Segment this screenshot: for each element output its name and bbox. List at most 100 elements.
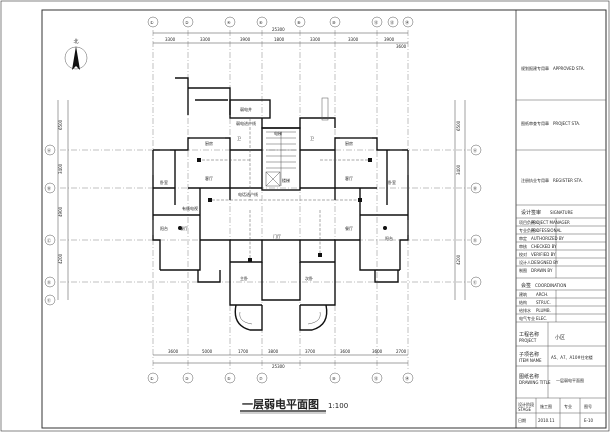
dim-text: 3600 (372, 349, 383, 354)
dim-text: 3600 (168, 349, 179, 354)
svg-text:ELEC.: ELEC. (536, 316, 547, 321)
svg-text:Ⓒ: Ⓒ (47, 237, 51, 243)
bottom-axis-bubbles: ① ③ ⑤ ⑦ ⑩ ⑫ ⑭ (147, 372, 414, 384)
plan-note: 弱电进户线 (236, 120, 256, 126)
drawing-name-value: 一层弱电平面图 (556, 377, 584, 383)
svg-text:Ⓐ: Ⓐ (473, 147, 477, 153)
dim-text: 3300 (310, 37, 321, 42)
axis-bubble: Ⓐ (44, 144, 56, 156)
svg-text:AUTHORIZED BY: AUTHORIZED BY (531, 236, 564, 241)
elevator-shaft (265, 171, 281, 187)
room-label: 楼梯 (282, 177, 290, 183)
axis-bubble: Ⓐ (470, 144, 482, 156)
svg-text:制图: 制图 (519, 267, 527, 273)
axis-bubble: Ⓓ (44, 276, 56, 288)
number-label: 专业 (564, 403, 572, 409)
svg-text:③: ③ (185, 376, 189, 381)
svg-text:Ⓓ: Ⓓ (473, 237, 477, 243)
svg-text:⑭: ⑭ (405, 375, 409, 381)
north-arrow-icon: 北 (64, 38, 88, 70)
right-dimensions: 6500 3400 4200 Ⓐ Ⓑ Ⓓ Ⓔ (454, 100, 482, 300)
stamp-sub: APPROVED STA. (553, 66, 585, 71)
svg-text:审定: 审定 (519, 235, 527, 241)
stage-label: 设计阶段 (518, 401, 534, 407)
axis-bubble: ④ (224, 16, 236, 28)
dim-text: 3700 (305, 349, 316, 354)
date-label: 日期 (518, 417, 526, 423)
svg-text:PLUMB.: PLUMB. (536, 308, 551, 313)
dim-text: 3600 (340, 349, 351, 354)
svg-text:⑧: ⑧ (297, 20, 301, 25)
svg-text:Ⓔ: Ⓔ (473, 279, 477, 285)
drawing-name-sub: DRAWING TITLE (519, 380, 551, 385)
axis-bubble: Ⓑ (470, 182, 482, 194)
svg-text:⑫: ⑫ (374, 375, 378, 381)
drawing-name-label: 图纸名称 (519, 373, 539, 380)
dim-text: 2700 (396, 349, 407, 354)
axis-bubble: ⑧ (294, 16, 306, 28)
sheet-no-label: 图号 (584, 403, 592, 409)
room-label: 卫 (310, 136, 314, 141)
axis-bubble: ⑩ (329, 372, 341, 384)
left-dimensions: 6500 3400 4900 4200 Ⓐ Ⓑ Ⓒ Ⓓ Ⓔ (44, 100, 69, 306)
svg-text:设计人: 设计人 (519, 259, 531, 265)
axis-bubble: Ⓔ (470, 276, 482, 288)
axis-bubble: ① (147, 372, 159, 384)
room-label: 卧室 (388, 179, 396, 185)
bottom-dimensions: 3600 5000 1700 3800 3700 3600 3600 2700 … (153, 349, 408, 369)
item-value: A5、A7、A10#住宅楼 (551, 354, 593, 360)
axis-bubble: ⑦ (256, 372, 268, 384)
title-block: 规划报建专用章 APPROVED STA. 图纸审查专用章 PROJECT ST… (515, 9, 607, 429)
room-label: 餐厅 (180, 225, 188, 231)
room-label: 电梯 (274, 130, 282, 136)
svg-text:专业负责人: 专业负责人 (519, 227, 539, 233)
drawing-title-group: 一层弱电平面图 1:100 (240, 397, 348, 414)
item-label: 子项名称 (519, 351, 539, 358)
axis-bubble: ③ (182, 372, 194, 384)
design-header: 设计签审 (521, 209, 541, 216)
dim-text: 3600 (396, 44, 407, 49)
room-label: 卧室 (160, 179, 168, 185)
room-label: 主卧 (240, 275, 248, 281)
room-label: 阳台 (160, 225, 168, 231)
dim-text: 6500 (456, 120, 461, 131)
axis-bubble: ① (147, 16, 159, 28)
svg-text:给排水: 给排水 (519, 307, 531, 313)
svg-text:结构: 结构 (519, 299, 527, 305)
dim-text: 4200 (58, 253, 63, 264)
svg-text:校对: 校对 (519, 251, 527, 257)
room-label: 厨房 (345, 140, 353, 146)
dim-text: 6500 (58, 119, 63, 130)
svg-text:Ⓑ: Ⓑ (47, 185, 51, 191)
plan-note: 有线电视 (182, 205, 198, 211)
dim-text: 4200 (456, 254, 461, 265)
drawing-scale: 1:100 (328, 402, 348, 410)
dim-text: 5000 (202, 349, 213, 354)
svg-text:⑦: ⑦ (259, 376, 263, 381)
svg-text:项目负责人: 项目负责人 (519, 219, 539, 225)
project-label: 工程名称 (519, 331, 539, 338)
axis-bubble: ⑥ (256, 16, 268, 28)
item-sub: ITEM NAME (519, 358, 542, 363)
project-sub: PROJECT (519, 338, 537, 343)
dim-text: 3400 (456, 164, 461, 175)
sheet-no-value: E-10 (584, 418, 594, 423)
dim-text: 3900 (240, 37, 251, 42)
svg-text:ARCH.: ARCH. (536, 292, 548, 297)
svg-text:电气专业: 电气专业 (519, 315, 535, 321)
bay-window-left (229, 262, 262, 306)
room-label: 阳台 (385, 235, 393, 241)
axis-bubble: ⑭ (402, 16, 414, 28)
entry-canopy (175, 77, 231, 115)
room-label: 门厅 (273, 233, 281, 239)
svg-text:⑩: ⑩ (332, 20, 336, 25)
svg-text:⑥: ⑥ (259, 20, 263, 25)
axis-bubble: ⑤ (224, 372, 236, 384)
stage-sub: STAGE (518, 407, 531, 412)
svg-text:PROFESSIONAL: PROFESSIONAL (531, 228, 562, 233)
floor-plan (152, 77, 409, 331)
stage-value: 施工图 (540, 403, 552, 409)
